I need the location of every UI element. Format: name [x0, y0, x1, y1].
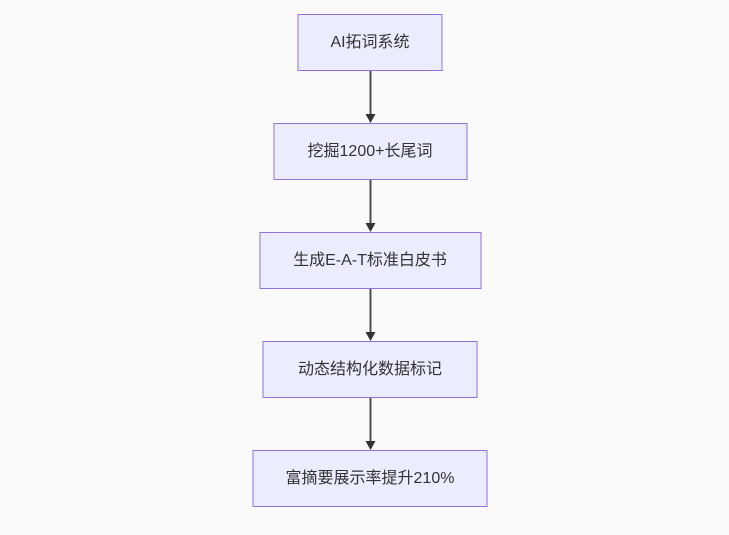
flow-node-rich-snippet-rate-result: 富摘要展示率提升210% [252, 450, 488, 507]
flow-arrow-3 [365, 289, 375, 341]
flow-arrow-1 [365, 71, 375, 123]
arrow-head-icon [365, 441, 375, 450]
node-label: 生成E-A-T标准白皮书 [293, 251, 447, 269]
node-label: AI拓词系统 [330, 33, 410, 51]
node-label: 富摘要展示率提升210% [285, 469, 455, 487]
node-label: 动态结构化数据标记 [297, 360, 442, 378]
flowchart: AI拓词系统 挖掘1200+长尾词 生成E-A-T标准白皮书 动态结构化数据标记 [252, 14, 488, 507]
arrow-line [369, 71, 371, 114]
arrow-line [369, 180, 371, 223]
flow-node-eat-whitepaper: 生成E-A-T标准白皮书 [259, 232, 481, 289]
arrow-head-icon [365, 223, 375, 232]
flow-arrow-2 [365, 180, 375, 232]
flow-node-ai-word-expansion-system: AI拓词系统 [297, 14, 443, 71]
arrow-line [369, 398, 371, 441]
arrow-line [369, 289, 371, 332]
arrow-head-icon [365, 332, 375, 341]
flow-node-longtail-keyword-mining: 挖掘1200+长尾词 [273, 123, 467, 180]
arrow-head-icon [365, 114, 375, 123]
node-label: 挖掘1200+长尾词 [307, 142, 433, 160]
flow-node-dynamic-structured-data-markup: 动态结构化数据标记 [262, 341, 478, 398]
flow-arrow-4 [365, 398, 375, 450]
